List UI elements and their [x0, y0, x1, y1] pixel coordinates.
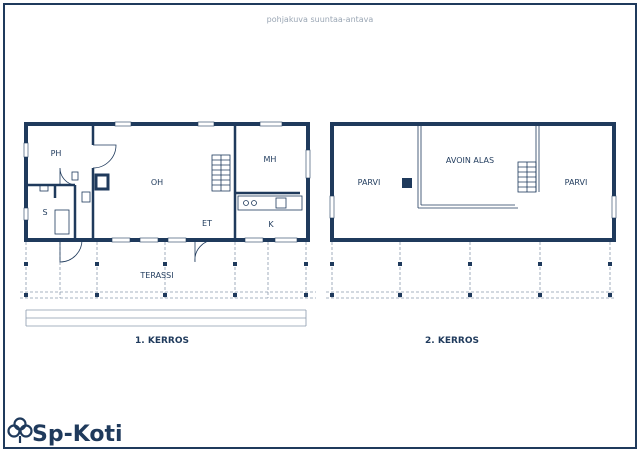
room-label-terassi: TERASSI	[139, 271, 173, 280]
room-label-mh: MH	[264, 155, 277, 164]
open-to-below-area	[417, 126, 540, 209]
room-label-et: ET	[202, 219, 212, 228]
brand-name: Sp-Koti	[32, 422, 123, 447]
clover-icon	[7, 417, 33, 443]
disclaimer-text: pohjakuva suuntaa-antava	[267, 15, 374, 24]
floor-2-posts	[330, 262, 612, 297]
floor-1-plan: PH OH MH S ET K TERASSI 1. KERROS	[20, 121, 316, 346]
floor-1-windows	[23, 121, 311, 243]
room-label-oh: OH	[151, 178, 163, 187]
floor-2-stairs	[517, 161, 537, 193]
chimney	[402, 178, 412, 188]
floor-1-outer-wall	[24, 122, 310, 242]
room-label-s: S	[42, 208, 47, 217]
sauna-fixtures	[39, 171, 91, 235]
terrace-steps	[25, 309, 307, 327]
floor-1-interior-walls	[26, 124, 300, 240]
kitchen-counter	[237, 195, 303, 211]
room-label-parvi-right: PARVI	[565, 178, 588, 187]
floor-1-label: 1. KERROS	[135, 336, 189, 346]
floor-2-label: 2. KERROS	[425, 336, 479, 346]
room-label-ph: PH	[51, 149, 62, 158]
floor-2-plan: PARVI AVOIN ALAS PARVI 2. KERROS	[326, 122, 617, 346]
room-label-avoin-alas: AVOIN ALAS	[446, 156, 494, 165]
room-label-parvi-left: PARVI	[358, 178, 381, 187]
floor-2-dashed-structure	[326, 242, 616, 299]
room-label-k: K	[268, 220, 274, 229]
terrace-posts	[24, 262, 308, 297]
floor-2-outer-wall	[330, 122, 616, 242]
terrace-structure	[20, 242, 316, 299]
fireplace	[94, 173, 110, 191]
floor-2-windows	[329, 195, 617, 219]
sp-koti-logo: Sp-Koti	[7, 417, 123, 447]
sheet-border	[3, 3, 637, 449]
floor-1-doors	[59, 144, 216, 263]
floor-1-stairs	[211, 154, 231, 192]
